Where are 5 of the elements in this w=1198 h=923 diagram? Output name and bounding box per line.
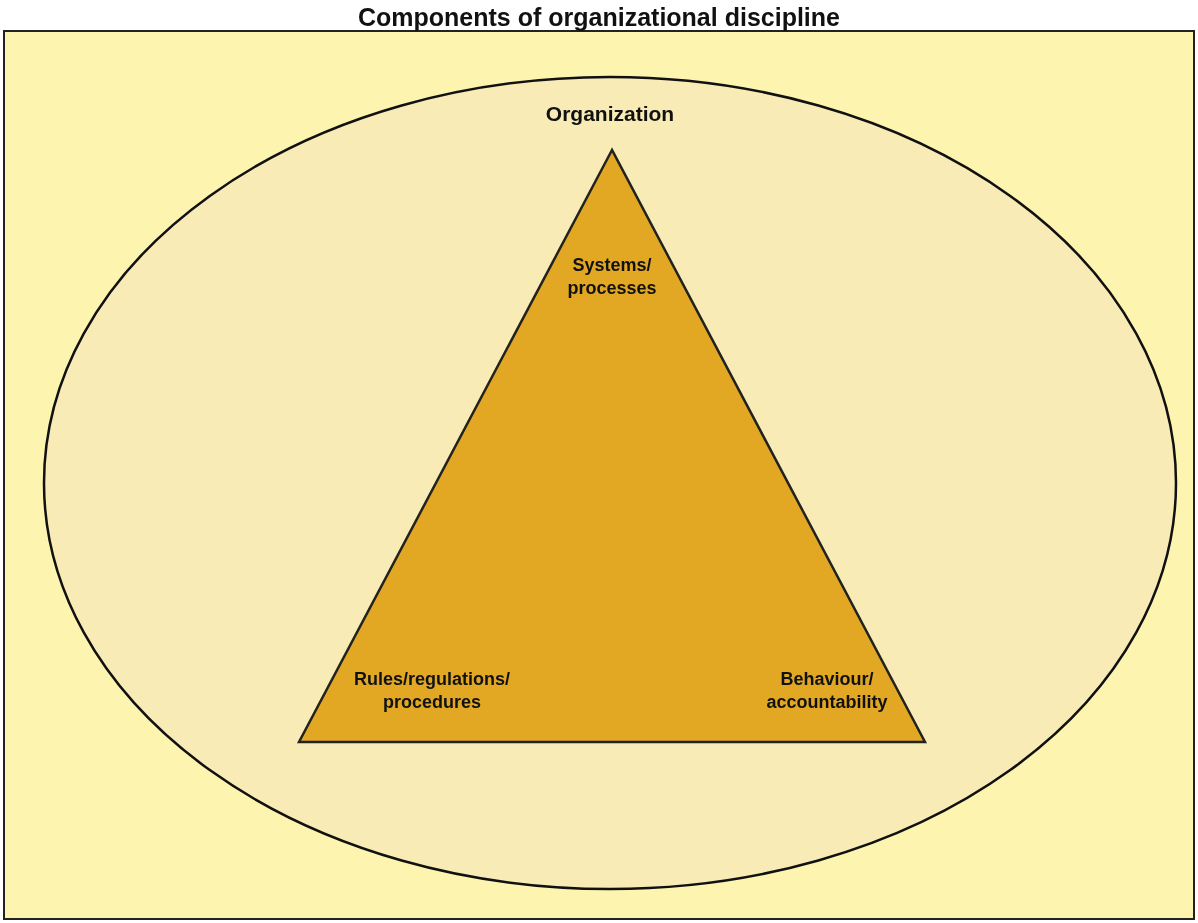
corner-label: Behaviour/ accountability [765, 668, 889, 713]
diagram-title: Components of organizational discipline [357, 2, 841, 33]
corner-label: Rules/regulations/ procedures [352, 668, 511, 713]
corner-label: Systems/ processes [566, 254, 658, 299]
ellipse-label: Organization [544, 101, 676, 127]
